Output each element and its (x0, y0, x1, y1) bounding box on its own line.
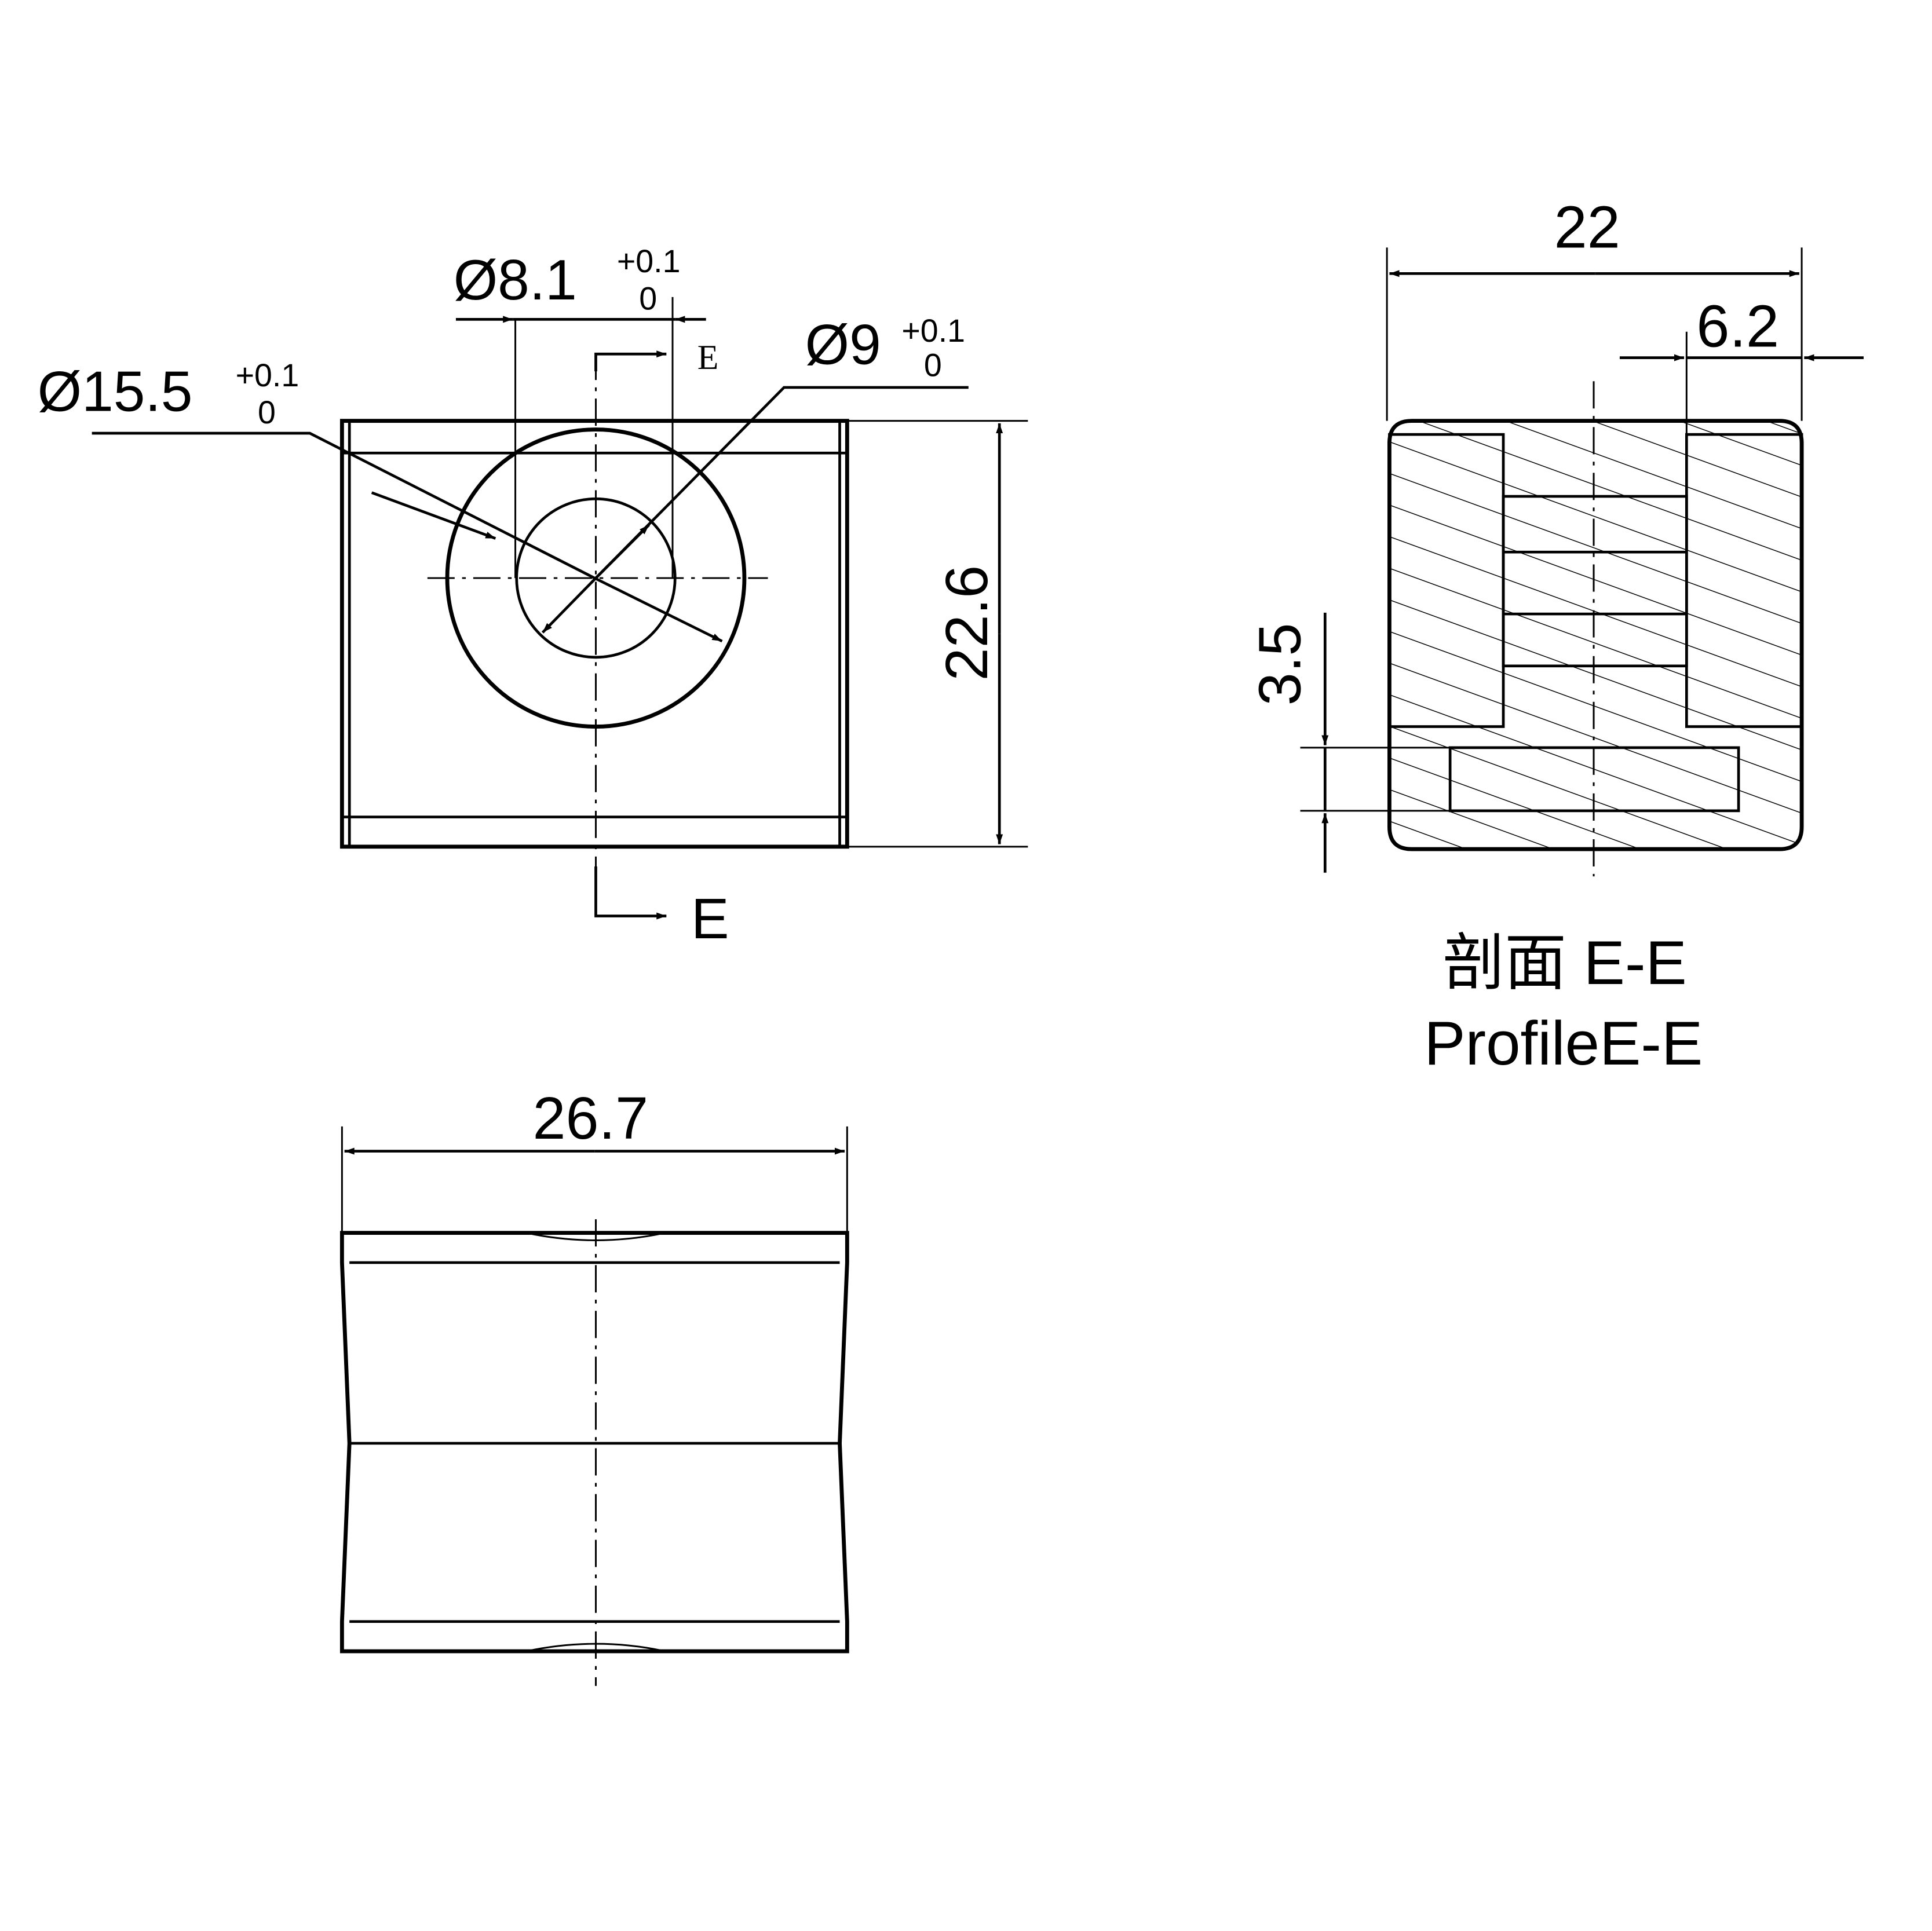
dim-mid-diameter: Ø9 (805, 312, 881, 376)
svg-text:22.6: 22.6 (933, 565, 1000, 681)
svg-text:+0.1: +0.1 (901, 313, 965, 349)
svg-text:0: 0 (924, 348, 942, 383)
svg-text:E: E (691, 887, 729, 950)
dim-outer-diameter: Ø15.5 (38, 360, 193, 423)
svg-text:3.5: 3.5 (1247, 623, 1313, 706)
bottom-outline (339, 1231, 849, 1654)
front-outline (339, 419, 849, 849)
svg-text:6.2: 6.2 (1696, 292, 1779, 359)
section-caption-en: ProfileE-E (1424, 1008, 1703, 1078)
section-caption-cn: 剖面 E-E (1442, 928, 1686, 997)
svg-text:+0.1: +0.1 (617, 243, 681, 279)
bottom-view: 26.7 (339, 1085, 849, 1686)
front-view: Ø8.1 +0.1 0 E Ø15.5 +0.1 0 Ø9 +0.1 0 22.… (38, 243, 1028, 950)
svg-text:0: 0 (258, 394, 276, 430)
svg-text:26.7: 26.7 (532, 1085, 648, 1151)
svg-text:+0.1: +0.1 (236, 357, 300, 393)
dim-bore-diameter: Ø8.1 (454, 248, 577, 312)
svg-text:22: 22 (1554, 193, 1620, 260)
svg-text:E: E (697, 338, 719, 376)
section-view: 22 6.2 3.5 剖面 E-E ProfileE-E (1247, 193, 1864, 1078)
section-outline (1387, 419, 1804, 851)
svg-text:0: 0 (639, 280, 657, 316)
